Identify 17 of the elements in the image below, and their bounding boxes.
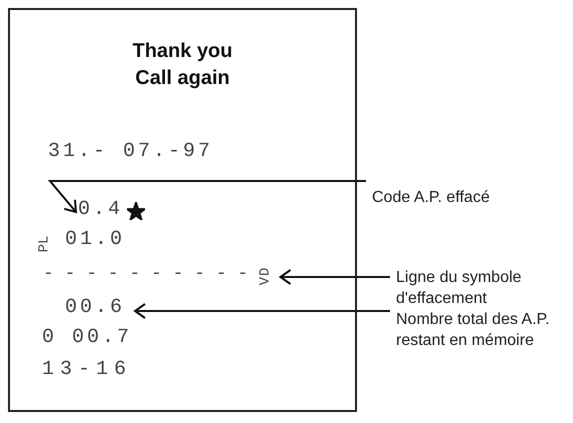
leader-arrow [134, 303, 390, 319]
receipt-symbol: VD [253, 266, 278, 286]
receipt-value: 0.4 [78, 198, 124, 222]
leader-arrow [48, 180, 366, 213]
callout-text: Code A.P. effacé [366, 181, 573, 208]
receipt-date: 31.- 07.-97 [48, 140, 214, 164]
receipt-heading: Thank you Call again [131, 39, 234, 91]
callout-text: Nombre total des A.P. restant en mémoire [390, 309, 573, 351]
receipt-value: 13-16 [42, 358, 132, 382]
receipt-symbol: PL [35, 236, 54, 252]
receipt-dashes: - - - - - - - - - - [43, 263, 248, 286]
receipt-value: 01.0 [65, 228, 126, 252]
receipt-value: 00.6 [65, 296, 126, 320]
receipt-outline [8, 8, 357, 412]
leader-arrow [279, 269, 390, 285]
callout-text: Ligne du symbole d'effacement [390, 267, 573, 309]
receipt-value: 0 00.7 [42, 326, 132, 350]
